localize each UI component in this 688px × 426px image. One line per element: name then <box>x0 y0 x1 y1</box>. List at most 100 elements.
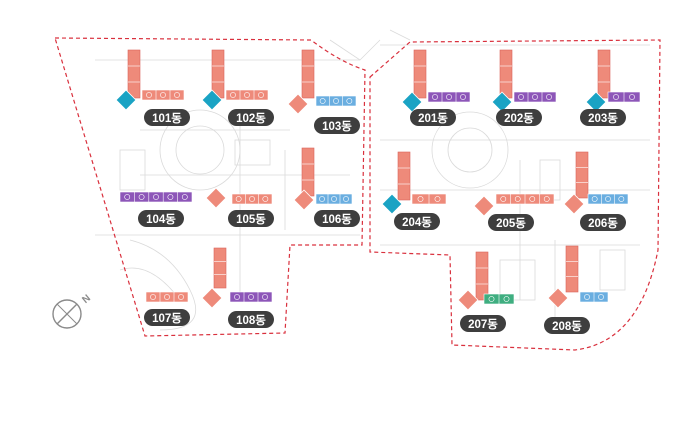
building-104-horizontal-wing <box>119 191 193 203</box>
building-label-205[interactable]: 205동 <box>488 214 534 231</box>
building-label-102[interactable]: 102동 <box>228 109 274 126</box>
building-108-vertical-wing <box>213 247 227 289</box>
building-103-horizontal-wing <box>315 95 357 107</box>
building-105-core <box>205 187 227 209</box>
building-label-text: 108동 <box>236 314 266 327</box>
building-201-vertical-wing <box>413 49 427 99</box>
unit-marker-icon <box>446 94 452 100</box>
unit-marker-icon <box>618 196 625 202</box>
building-104 <box>119 191 193 203</box>
building-207-vertical-wing <box>475 251 489 301</box>
building-label-pill <box>228 210 274 227</box>
building-105 <box>205 187 273 209</box>
building-201-core <box>401 91 423 113</box>
building-label-pill <box>394 213 440 230</box>
unit-marker-icon <box>598 294 604 300</box>
building-label-pill <box>144 109 190 126</box>
building-108 <box>201 247 273 309</box>
unit-marker-icon <box>500 196 507 202</box>
building-label-106[interactable]: 106동 <box>314 210 360 227</box>
building-204-vertical-wing <box>397 151 411 201</box>
building-108-core <box>201 287 223 309</box>
building-201 <box>401 49 471 113</box>
unit-marker-icon <box>346 98 353 104</box>
unit-marker-icon <box>543 196 550 202</box>
building-202 <box>491 49 557 113</box>
unit-marker-icon <box>514 196 521 202</box>
building-label-208[interactable]: 208동 <box>544 317 590 334</box>
building-106-core <box>293 189 315 211</box>
building-labels: 101동 102동 103동 104동 105동 106동 107동 108동 201동 202동… <box>138 109 626 334</box>
building-label-pill <box>496 109 542 126</box>
building-label-text: 101동 <box>152 112 182 125</box>
building-206-horizontal-wing <box>587 193 629 205</box>
building-203-vertical-wing <box>597 49 611 99</box>
building-103 <box>287 49 357 115</box>
building-label-pill <box>488 214 534 231</box>
compass-cross-line <box>56 303 78 325</box>
unit-marker-icon <box>244 92 250 98</box>
unit-marker-icon <box>518 94 524 100</box>
building-202-core <box>491 91 513 113</box>
building-label-104[interactable]: 104동 <box>138 210 184 227</box>
building-103-vertical-wing <box>301 49 315 99</box>
building-label-103[interactable]: 103동 <box>314 117 360 134</box>
building-102 <box>201 49 269 111</box>
unit-marker-icon <box>248 294 254 300</box>
building-label-107[interactable]: 107동 <box>144 309 190 326</box>
building-206 <box>563 151 629 215</box>
unit-marker-icon <box>146 92 152 98</box>
building-105-horizontal-wing <box>231 193 273 205</box>
unit-marker-icon <box>234 294 240 300</box>
unit-marker-icon <box>160 92 166 98</box>
building-207-core <box>457 289 479 311</box>
building-label-pill <box>314 117 360 134</box>
building-label-201[interactable]: 201동 <box>410 109 456 126</box>
building-107 <box>145 291 189 303</box>
building-label-101[interactable]: 101동 <box>144 109 190 126</box>
unit-marker-icon <box>503 296 510 302</box>
building-label-text: 201동 <box>418 112 448 125</box>
building-label-203[interactable]: 203동 <box>580 109 626 126</box>
building-label-202[interactable]: 202동 <box>496 109 542 126</box>
unit-marker-icon <box>331 196 337 202</box>
unit-marker-icon <box>230 92 236 98</box>
building-label-text: 208동 <box>552 320 582 333</box>
unit-marker-icon <box>167 194 174 200</box>
compass-north-label: N <box>80 293 93 306</box>
building-label-text: 205동 <box>496 217 526 230</box>
building-106-vertical-wing <box>301 147 315 197</box>
building-label-text: 202동 <box>504 112 534 125</box>
building-206-core <box>563 193 585 215</box>
building-label-207[interactable]: 207동 <box>460 315 506 332</box>
building-107-horizontal-wing <box>145 291 189 303</box>
unit-marker-icon <box>584 294 590 300</box>
building-label-105[interactable]: 105동 <box>228 210 274 227</box>
building-101 <box>115 49 185 111</box>
building-label-108[interactable]: 108동 <box>228 311 274 328</box>
building-label-pill <box>460 315 506 332</box>
building-106 <box>293 147 353 211</box>
unit-marker-icon <box>613 94 619 100</box>
unit-marker-icon <box>138 194 145 200</box>
building-101-horizontal-wing <box>141 89 185 101</box>
unit-marker-icon <box>164 294 170 300</box>
building-label-pill <box>228 109 274 126</box>
unit-marker-icon <box>181 194 188 200</box>
unit-marker-icon <box>319 98 326 104</box>
building-101-vertical-wing <box>127 49 141 99</box>
unit-marker-icon <box>417 196 424 202</box>
building-label-text: 106동 <box>322 213 352 226</box>
building-108-horizontal-wing <box>229 291 273 303</box>
building-102-vertical-wing <box>211 49 225 99</box>
unit-marker-icon <box>262 196 269 202</box>
building-102-horizontal-wing <box>225 89 269 101</box>
building-208-core <box>547 287 569 309</box>
building-label-204[interactable]: 204동 <box>394 213 440 230</box>
building-202-vertical-wing <box>499 49 513 99</box>
building-label-206[interactable]: 206동 <box>580 214 626 231</box>
building-207 <box>457 251 515 311</box>
building-204-core <box>381 193 403 215</box>
